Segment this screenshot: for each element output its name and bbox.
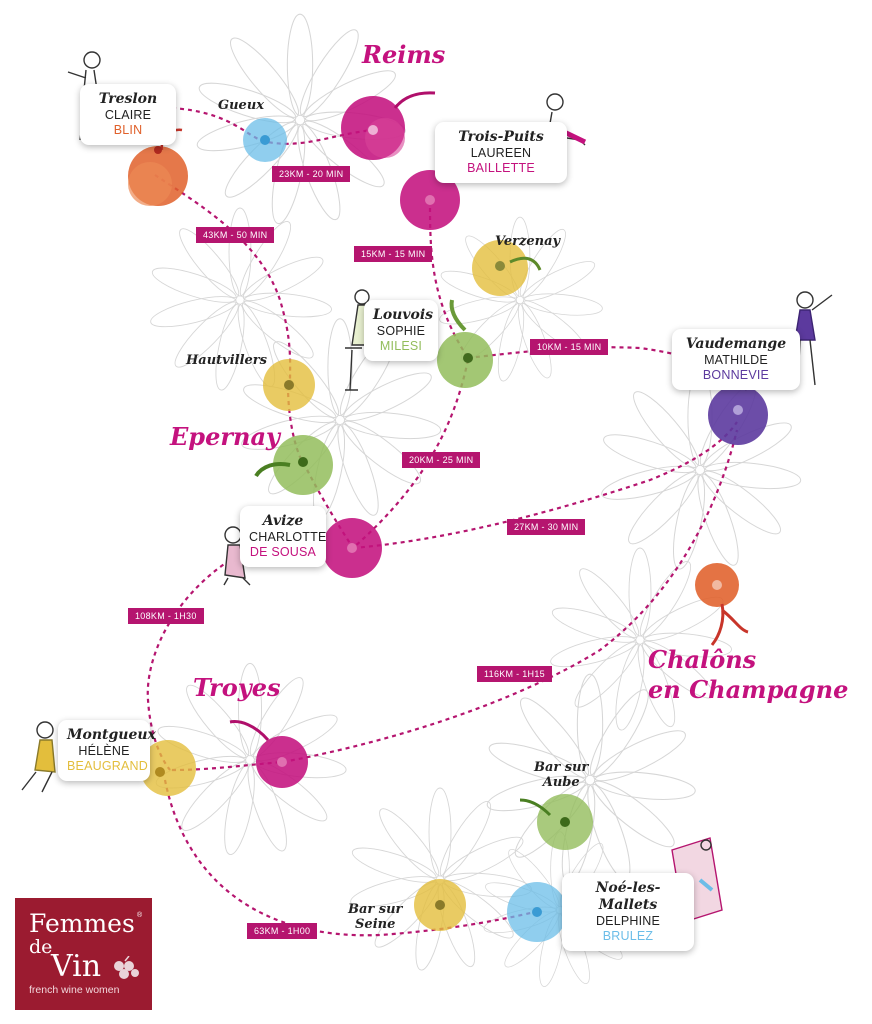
logo-line2: de: [29, 936, 53, 958]
producer-card-vaudemange[interactable]: Vaudemange MATHILDE BONNEVIE: [672, 329, 800, 390]
woman-figure-montgueux: [21, 721, 56, 793]
blot-montgueux: [140, 740, 196, 796]
producer-card-louvois[interactable]: Louvois SOPHIE MILESI: [364, 300, 438, 361]
producer-card-montgueux[interactable]: Montgueux HÉLÈNE BEAUGRAND: [58, 720, 156, 781]
blot-verzenay: [472, 240, 542, 296]
blot-gueux: [243, 118, 287, 162]
blot-treslon: [128, 128, 188, 206]
card-village: Treslon: [98, 91, 158, 107]
route-label-treslon-hautvillers: 43KM - 50 MIN: [196, 227, 275, 243]
route-line-louvois-vaudemange: [467, 346, 696, 362]
village-bar-sur-aube-line1: Bar sur: [534, 760, 589, 775]
winemaker-surname: BONNEVIE: [702, 368, 770, 382]
blot-reims: [341, 91, 436, 160]
logo-line1: Femmes: [29, 909, 135, 938]
watercolor-blots: [128, 91, 771, 942]
card-village: Montgueux: [67, 727, 156, 743]
producer-card-noe[interactable]: Noé-les-Mallets DELPHINE BRULEZ: [562, 873, 694, 951]
logo-tagline: french wine women: [29, 984, 120, 996]
card-village: Trois-Puits: [458, 129, 544, 145]
blot-louvois: [437, 299, 493, 388]
village-hautvillers: Hautvillers: [186, 353, 267, 368]
winemaker-surname: MILESI: [379, 339, 423, 353]
city-epernay: Epernay: [170, 422, 280, 451]
blot-chalons: [695, 563, 749, 646]
blot-noe: [507, 882, 567, 942]
route-label-louvois-avize: 20KM - 25 MIN: [402, 452, 481, 468]
route-line-avize-vaudemange: [352, 421, 738, 550]
winemaker-surname: BRULEZ: [602, 929, 654, 943]
producer-card-treslon[interactable]: Treslon CLAIRE BLIN: [80, 84, 176, 145]
village-bar-sur-seine-line1: Bar sur: [348, 902, 403, 917]
city-chalons-line2: en Champagne: [648, 675, 849, 704]
blot-avize: [322, 518, 382, 578]
card-village: Vaudemange: [685, 336, 787, 352]
blot-trois-puits: [400, 170, 460, 230]
village-bar-sur-aube-line2: Aube: [542, 775, 580, 790]
blot-troyes: [229, 720, 308, 788]
blot-bar-sur-aube: [519, 794, 593, 850]
route-label-troispuits-louvois: 15KM - 15 MIN: [354, 246, 433, 262]
village-bar-sur-seine: Bar sur Seine: [348, 902, 402, 932]
blot-epernay: [254, 435, 333, 495]
producer-card-avize[interactable]: Avize CHARLOTTE DE SOUSA: [240, 506, 326, 567]
winemaker-surname: BLIN: [113, 123, 143, 137]
route-line-troyes-vaudemange: [282, 429, 739, 764]
village-verzenay: Verzenay: [495, 234, 561, 249]
route-label-gueux-reims: 23KM - 20 MIN: [272, 166, 351, 182]
winemaker-surname: BAILLETTE: [467, 161, 535, 175]
city-reims: Reims: [362, 40, 446, 69]
city-chalons-line1: Chalôns: [648, 645, 757, 674]
route-line-montgueux-noe: [163, 779, 536, 937]
route-label-montgueux-noe: 63KM - 1H00: [247, 923, 318, 939]
card-winemaker: LAUREEN BAILLETTE: [467, 146, 535, 175]
route-label-avize-montgueux: 108KM - 1H30: [128, 608, 204, 624]
card-winemaker-first: CHARLOTTE: [249, 530, 327, 544]
femmes-de-vin-logo: Femmes ® de Vin french wine women: [15, 898, 152, 1010]
card-village: Louvois: [373, 307, 434, 323]
logo-line3: Vin: [51, 949, 102, 984]
card-village: Noé-les-Mallets: [595, 880, 661, 913]
blot-hautvillers: [263, 359, 315, 411]
blot-bar-sur-seine: [414, 879, 466, 931]
card-winemaker: MATHILDE BONNEVIE: [702, 353, 770, 382]
logo-registered: ®: [137, 912, 143, 919]
card-winemaker: CLAIRE BLIN: [104, 108, 152, 137]
card-winemaker: DELPHINE BRULEZ: [595, 914, 661, 943]
winemaker-surname: BEAUGRAND: [67, 759, 148, 773]
route-label-avize-vaudemange: 27KM - 30 MIN: [507, 519, 586, 535]
village-gueux: Gueux: [218, 98, 265, 113]
city-troyes: Troyes: [193, 673, 281, 702]
producer-card-trois-puits[interactable]: Trois-Puits LAUREEN BAILLETTE: [435, 122, 567, 183]
card-winemaker-first: SOPHIE: [376, 324, 426, 338]
winemaker-surname: DE SOUSA: [249, 545, 317, 559]
card-winemaker-first: HÉLÈNE: [78, 744, 130, 758]
card-village: Avize: [262, 513, 304, 529]
route-label-louvois-vaudemange: 10KM - 15 MIN: [530, 339, 609, 355]
village-bar-sur-aube: Bar sur Aube: [534, 760, 588, 790]
route-line-louvois-avize: [352, 359, 470, 549]
grape-icon: [114, 956, 139, 979]
village-bar-sur-seine-line2: Seine: [355, 917, 396, 932]
route-label-troyes-vaudemange: 116KM - 1H15: [477, 666, 552, 682]
woman-figure-vaudemange: [794, 291, 833, 386]
